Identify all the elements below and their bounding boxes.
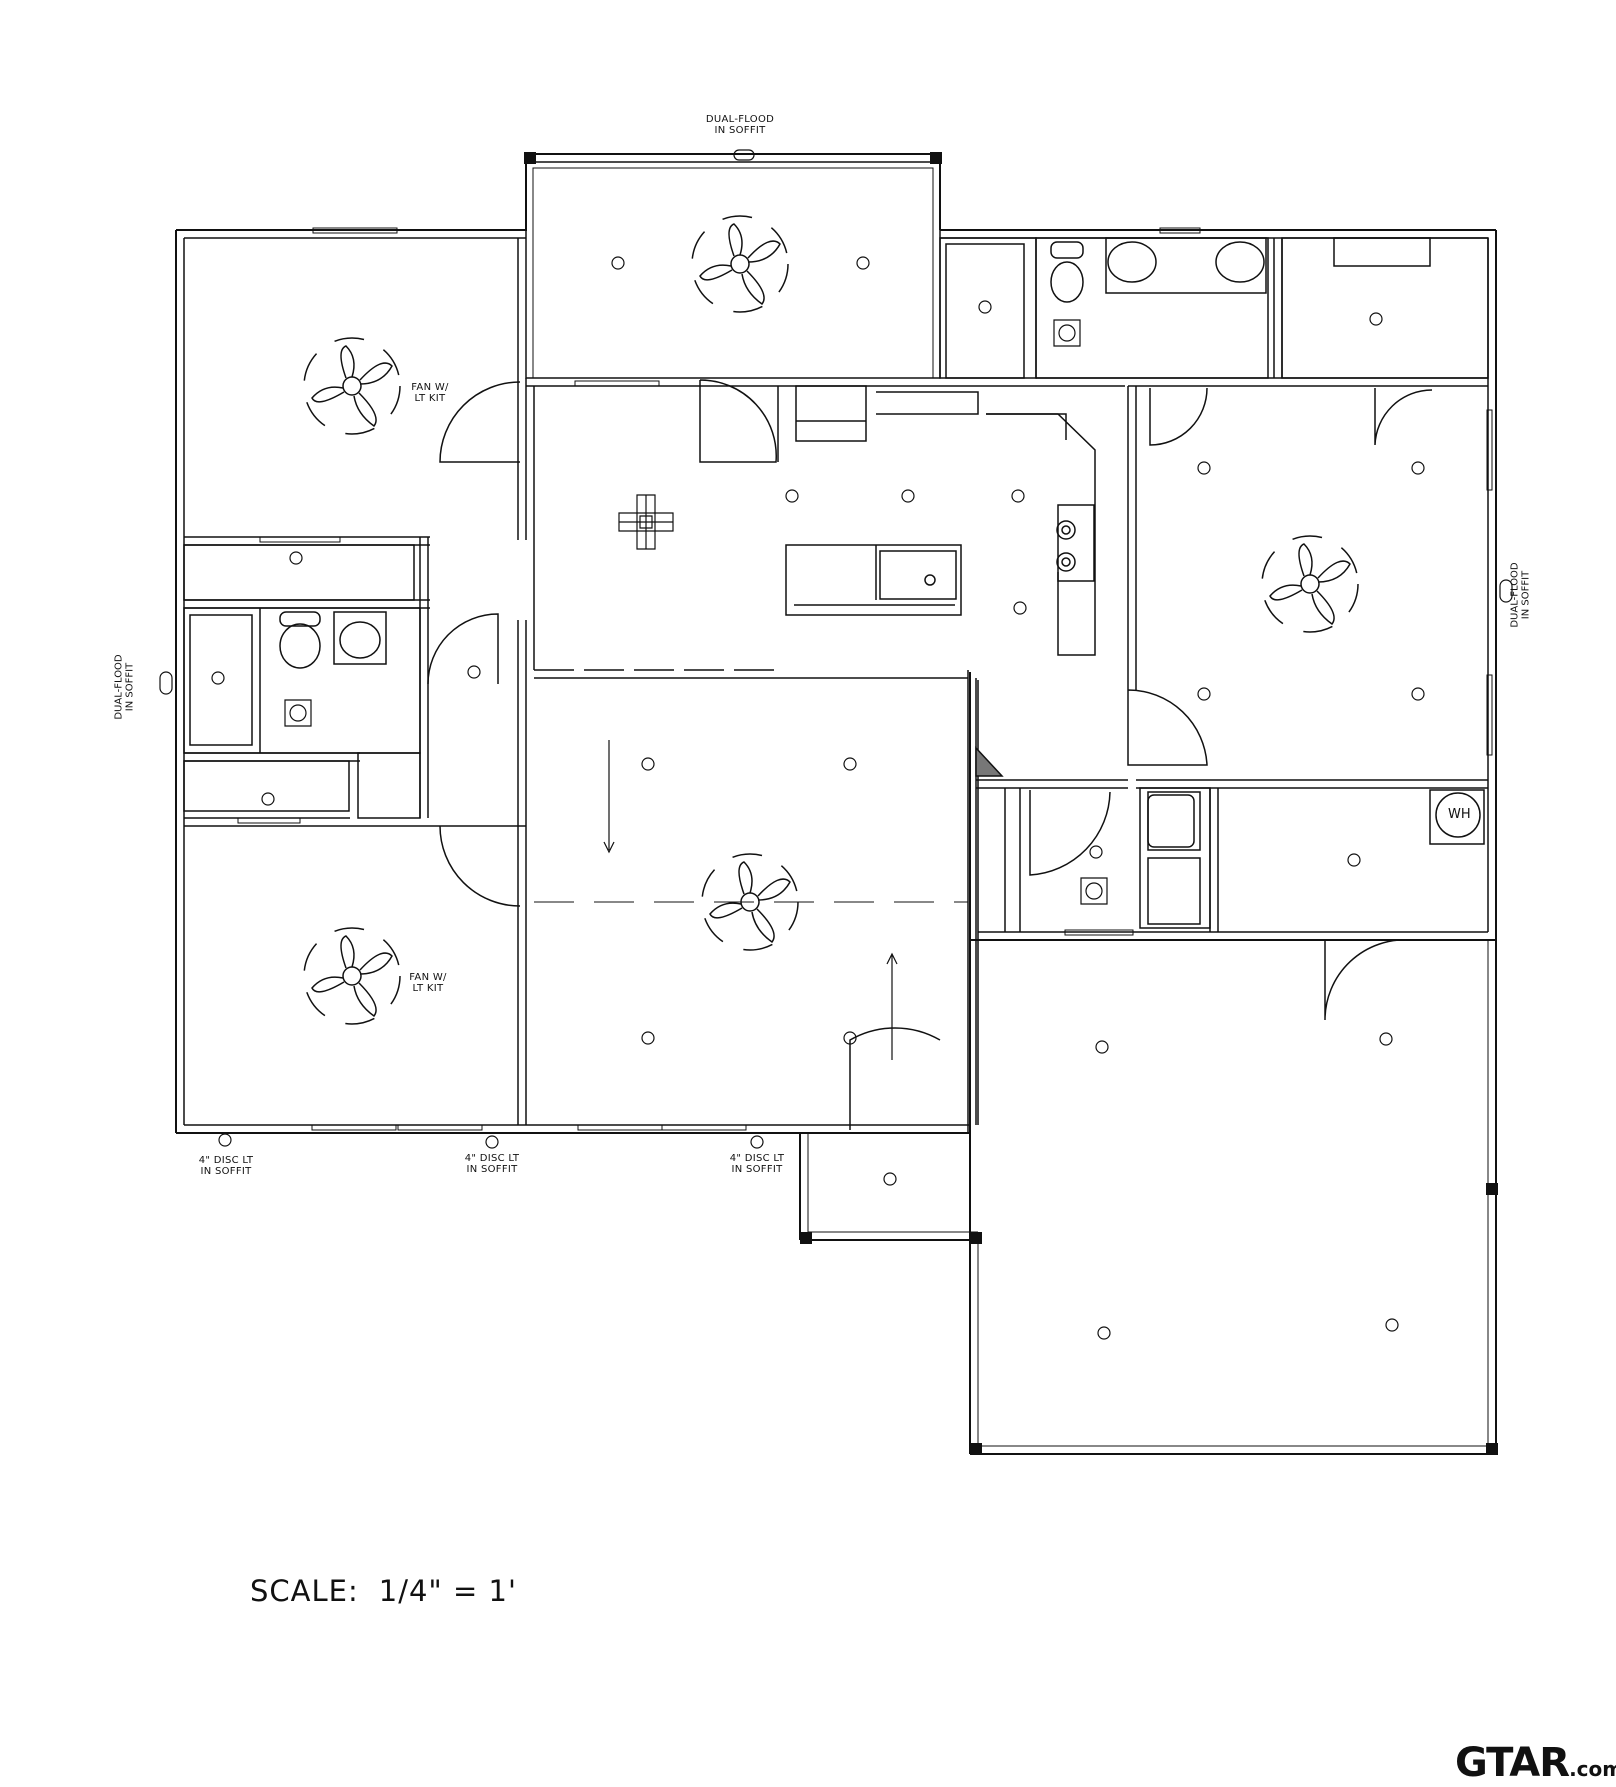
disc-light-note-2: 4" DISC LT IN SOFFIT [452, 1153, 532, 1175]
exhaust-fans [285, 320, 1107, 904]
note-line: IN SOFFIT [466, 1164, 518, 1175]
door-swings [428, 380, 1432, 1130]
interior-walls [184, 238, 1488, 1133]
disc-light-note-1: 4" DISC LT IN SOFFIT [186, 1155, 266, 1177]
scale-value: 1/4" = 1' [378, 1574, 517, 1608]
note-line: IN SOFFIT [124, 662, 136, 712]
plumbing-fixtures [279, 241, 1265, 847]
recessed-lights [212, 257, 1424, 1339]
note-line: 4" DISC LT [729, 1153, 785, 1164]
gtar-logo: GTAR.com [1455, 1740, 1616, 1786]
note-line: LT KIT [414, 393, 446, 404]
scale-prefix: SCALE: [250, 1574, 359, 1608]
note-line: IN SOFFIT [200, 1166, 252, 1177]
porch-posts [524, 152, 1498, 1455]
note-line: DUAL-FLOOD [1509, 562, 1521, 628]
dual-floods [160, 150, 1512, 694]
fan-note-bedroom-bottom: FAN W/ LT KIT [398, 972, 458, 994]
entry-arrows [604, 740, 897, 1060]
chandelier [619, 495, 673, 549]
ceiling-fans [304, 216, 1358, 1024]
fan-note-bedroom-top: FAN W/ LT KIT [400, 382, 460, 404]
note-line: IN SOFFIT [714, 125, 766, 136]
note-line: FAN W/ [411, 382, 449, 393]
note-line: LT KIT [412, 983, 444, 994]
dual-flood-top-note: DUAL-FLOOD IN SOFFIT [680, 114, 800, 136]
dual-flood-left-note: DUAL-FLOOD IN SOFFIT [114, 654, 136, 719]
exterior-walls [176, 154, 1496, 1454]
note-line: 4" DISC LT [198, 1155, 254, 1166]
windows [238, 228, 1492, 1130]
water-heater-label: WH [1448, 807, 1471, 822]
scale-label: SCALE: 1/4" = 1' [250, 1574, 517, 1608]
note-line: IN SOFFIT [731, 1164, 783, 1175]
note-line: IN SOFFIT [1520, 570, 1532, 620]
note-line: DUAL-FLOOD [113, 654, 125, 720]
dual-flood-right-note: DUAL-FLOOD IN SOFFIT [1510, 562, 1532, 627]
note-line: FAN W/ [409, 972, 447, 983]
note-line: 4" DISC LT [464, 1153, 520, 1164]
disc-light-note-3: 4" DISC LT IN SOFFIT [717, 1153, 797, 1175]
logo-suffix: .com [1569, 1757, 1616, 1781]
note-line: DUAL-FLOOD [705, 114, 775, 125]
logo-main: GTAR [1455, 1740, 1570, 1786]
